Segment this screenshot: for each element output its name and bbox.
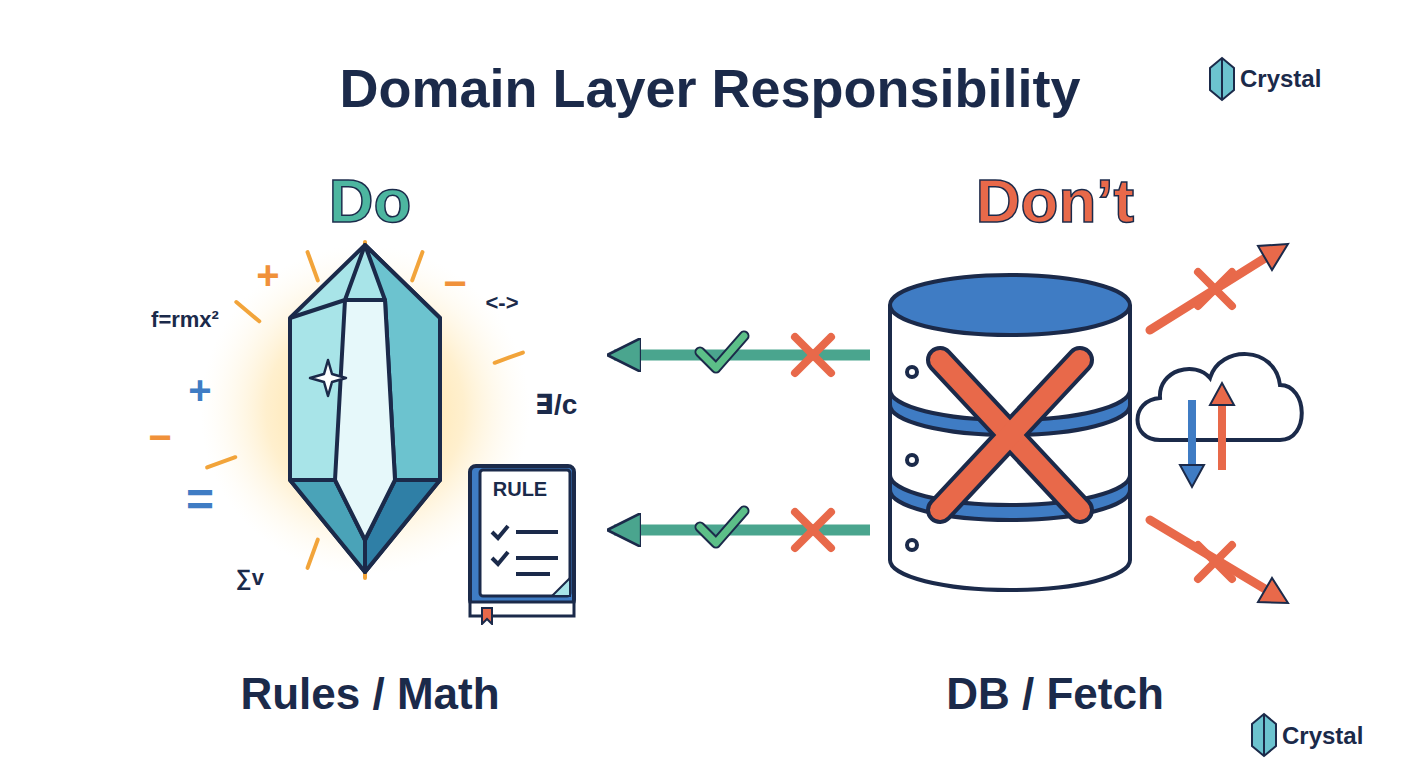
column-caption: DB / Fetch: [946, 669, 1164, 720]
math-symbol: −: [148, 415, 171, 459]
database-panel: Don’t DB / Fetch: [870, 150, 1240, 730]
database: [890, 275, 1130, 590]
check-cross-marks: [700, 336, 831, 548]
math-symbol: +: [188, 368, 211, 412]
cloud: [1138, 354, 1302, 487]
column-heading: Don’t: [976, 165, 1134, 236]
math-symbol: +: [256, 253, 279, 297]
logo-text: Crystal: [1282, 723, 1363, 749]
math-symbol: =: [186, 474, 214, 527]
math-symbol: ∃/c: [535, 390, 577, 421]
flow-arrow: [614, 525, 870, 536]
title: Domain Layer Responsibility: [339, 57, 1080, 119]
big-cross: [940, 360, 1080, 510]
logo-text: Crystal: [1240, 66, 1321, 92]
rules-panel: DoRules / Math RULE: [140, 150, 600, 730]
column-caption: Rules / Math: [240, 669, 499, 720]
math-symbol: <->: [485, 291, 518, 315]
column-heading: Do: [329, 165, 412, 236]
rule-book: RULE: [462, 462, 578, 625]
book-label: RULE: [493, 478, 547, 501]
logo-icon: [1210, 58, 1276, 756]
math-symbol: −: [443, 261, 466, 305]
math-symbol: ∑v: [236, 566, 264, 590]
flow-arrow: [614, 350, 870, 361]
blocked-arrows: [1150, 244, 1288, 603]
crystal: [290, 245, 440, 572]
formula: f=rmx²: [151, 308, 219, 332]
